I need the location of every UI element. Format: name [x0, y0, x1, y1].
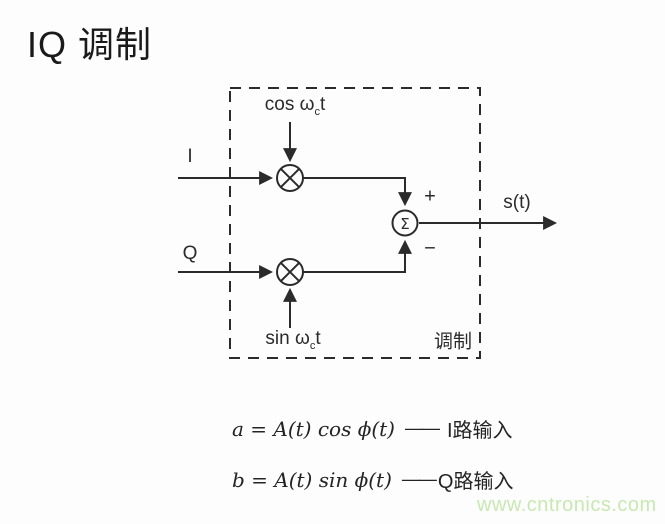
cos-carrier-label: cos ωct — [265, 94, 325, 118]
plus-sign-label: + — [424, 185, 436, 208]
cos-carrier-text: cos ω — [264, 94, 315, 116]
sin-carrier-text: sin ω — [265, 328, 310, 350]
page-title: IQ 调制 — [27, 24, 153, 65]
watermark: www.cntronics.com — [477, 494, 657, 516]
summer-icon: Σ — [391, 209, 419, 237]
i-input-label: I — [187, 146, 193, 167]
equation-q-math: b = A(t) sin ϕ(t) — [232, 467, 392, 492]
equation-i-label: I路输入 — [446, 420, 513, 442]
multiplier-i-icon — [276, 164, 304, 192]
equation-i-connector: —— — [404, 418, 440, 438]
sin-carrier-label: sin ωct — [265, 328, 320, 352]
q-input-label: Q — [182, 243, 198, 264]
output-signal-label: s(t) — [503, 192, 531, 213]
q-branch-to-sum-arrow — [303, 239, 412, 273]
sin-carrier-suffix: t — [315, 328, 321, 350]
sigma-symbol: Σ — [400, 215, 409, 233]
equation-i-math: a = A(t) cos ϕ(t) — [232, 416, 395, 441]
minus-sign-label: − — [424, 237, 436, 260]
cos-carrier-suffix: t — [319, 94, 326, 116]
i-branch-to-sum-arrow — [303, 177, 412, 207]
sin-carrier-subscript: c — [309, 339, 316, 352]
equation-row-q: b = A(t) sin ϕ(t) —— Q路输入 — [232, 465, 513, 494]
equation-row-i: a = A(t) cos ϕ(t) —— I路输入 — [232, 414, 513, 443]
modulator-box-label: 调制 — [433, 331, 473, 353]
multiplier-q-icon — [276, 258, 304, 286]
equation-q-label: Q路输入 — [437, 471, 514, 493]
equation-q-connector: —— — [401, 469, 437, 489]
cos-carrier-subscript: c — [314, 105, 320, 118]
